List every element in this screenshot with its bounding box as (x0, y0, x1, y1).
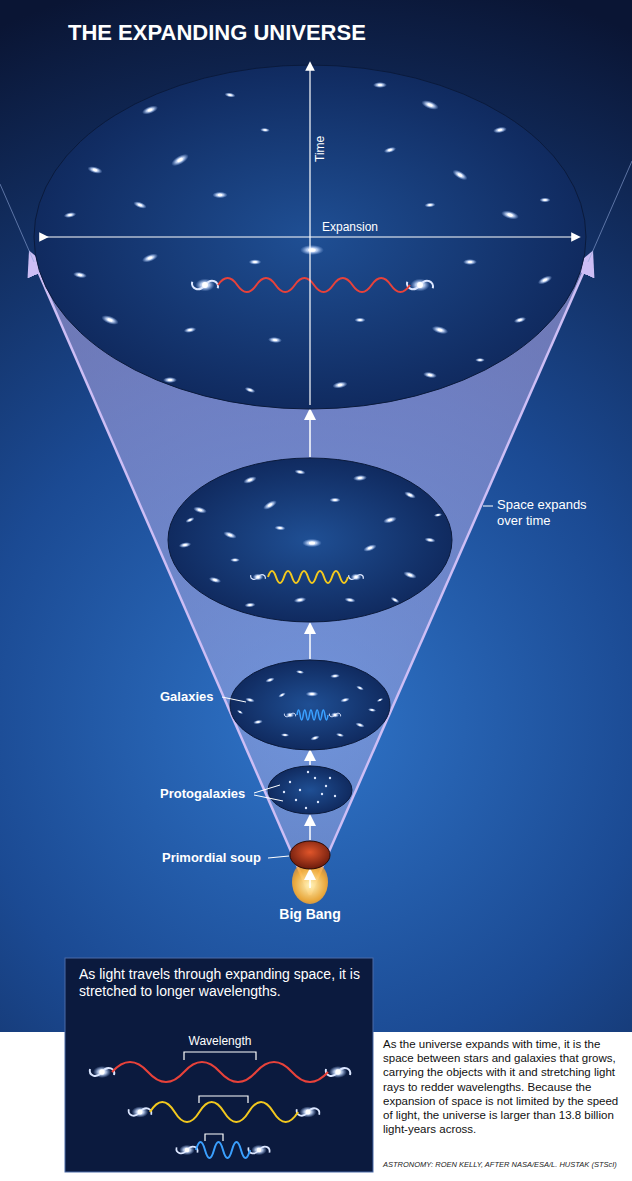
stage-label: Protogalaxies (160, 786, 245, 801)
stage-label: Galaxies (160, 689, 214, 704)
stage-label: Primordial soup (162, 850, 261, 865)
wavelength-label: Wavelength (189, 1034, 252, 1048)
callout-label: Space expands over time (497, 497, 597, 529)
title: THE EXPANDING UNIVERSE (68, 20, 366, 46)
caption: As the universe expands with time, it is… (383, 1037, 623, 1136)
axis-label: Expansion (322, 220, 378, 234)
stage-label: Big Bang (279, 906, 340, 922)
axis-label: Time (313, 136, 327, 162)
inset-text: As light travels through expanding space… (79, 966, 364, 1000)
inset-box: As light travels through expanding space… (65, 958, 373, 1172)
credit-line: ASTRONOMY: ROEN KELLY, AFTER NASA/ESA/L.… (383, 1160, 617, 1169)
